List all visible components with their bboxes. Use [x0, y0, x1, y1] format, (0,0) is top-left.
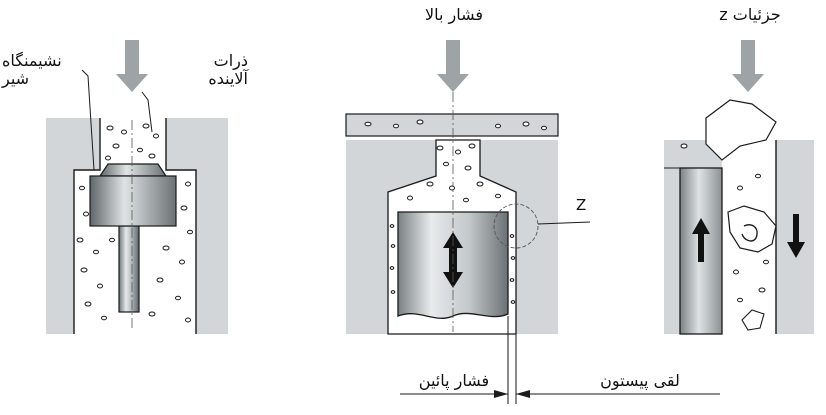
- z-piston-up-arrow-icon: [692, 218, 710, 262]
- valve-seat-label: نشیمنگاه شیر: [2, 52, 84, 88]
- piston-figure: [345, 40, 720, 404]
- piston-clearance-label: لقی پیستون: [600, 371, 680, 390]
- z-particle-small: [741, 309, 765, 331]
- z-detail-circle: [493, 203, 539, 249]
- valve-poppet-top: [98, 163, 168, 177]
- valve-seat-leader-line: [81, 69, 95, 171]
- z-wall-down-arrow-icon: [787, 214, 805, 258]
- z-flow-arrow-icon: [732, 40, 764, 92]
- contaminant-label-line-1: ذرات: [213, 51, 248, 70]
- high-pressure-label: فشار بالا: [424, 5, 484, 24]
- clearance-arrow-right-icon: [516, 390, 530, 398]
- z-detail-figure: [664, 40, 814, 335]
- z-details-label: جزئیات z: [719, 5, 781, 24]
- contaminant-particles-label: ذرات آلاینده: [166, 52, 248, 88]
- z-leader-line: [537, 221, 591, 225]
- contaminant-leader-line: [141, 91, 153, 133]
- z-rotation-icon: [741, 224, 758, 242]
- z-particles: [680, 143, 769, 303]
- piston-particles: [364, 119, 547, 304]
- contaminant-label-line-2: آلاینده: [208, 69, 248, 88]
- valve-stem: [118, 225, 140, 313]
- valve-seat-figure: [46, 40, 228, 334]
- valve-walls: [73, 118, 197, 334]
- low-pressure-label: فشار پائین: [418, 371, 490, 390]
- z-large-particle-top: [705, 99, 777, 161]
- valve-particles: [76, 123, 193, 323]
- valve-seat-label-line-2: شیر: [2, 69, 30, 88]
- z-marker-label: Z: [576, 196, 587, 214]
- z-wedged-particle: [727, 205, 777, 253]
- high-pressure-arrow-icon: [437, 40, 469, 92]
- valve-flow-arrow-icon: [116, 40, 148, 92]
- valve-poppet-body: [89, 175, 177, 227]
- valve-seat-label-line-1: نشیمنگاه: [2, 51, 62, 70]
- clearance-arrow-left-icon: [494, 390, 508, 398]
